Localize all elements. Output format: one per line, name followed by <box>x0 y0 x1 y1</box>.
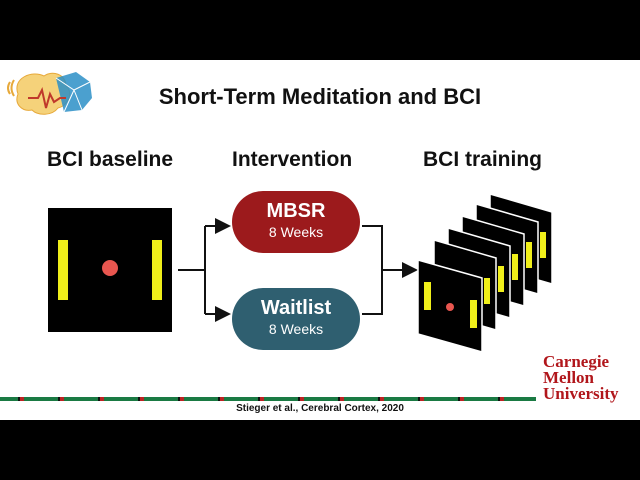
mbsr-duration: 8 Weeks <box>268 224 324 240</box>
ball <box>102 260 118 276</box>
bci-baseline-screen <box>48 208 172 332</box>
waitlist-group: Waitlist 8 Weeks <box>232 288 360 350</box>
heading-training: BCI training <box>423 148 542 171</box>
heading-baseline: BCI baseline <box>47 148 174 171</box>
split-bracket <box>178 225 228 315</box>
citation: Stieger et al., Cerebral Cortex, 2020 <box>236 403 404 414</box>
training-screen-1 <box>417 259 483 353</box>
slide-title: Short-Term Meditation and BCI <box>158 84 482 109</box>
brain-waveform-icon <box>7 72 92 115</box>
waitlist-label: Waitlist <box>260 297 332 319</box>
cmu-line-2: Mellon <box>543 368 594 387</box>
cmu-line-3: University <box>543 384 619 403</box>
decorative-stripe <box>0 397 536 401</box>
slide: Short-Term Meditation and BCI BCI baseli… <box>0 60 640 420</box>
flow-arrows <box>178 218 418 322</box>
mbsr-label: MBSR <box>266 200 326 222</box>
waitlist-duration: 8 Weeks <box>268 321 324 337</box>
right-paddle <box>152 240 162 300</box>
bci-training-stack <box>417 193 553 353</box>
cmu-line-1: Carnegie <box>543 352 610 371</box>
mbsr-group: MBSR 8 Weeks <box>232 191 360 253</box>
cmu-wordmark: Carnegie Mellon University <box>543 352 619 403</box>
left-paddle <box>58 240 68 300</box>
heading-intervention: Intervention <box>232 148 353 171</box>
